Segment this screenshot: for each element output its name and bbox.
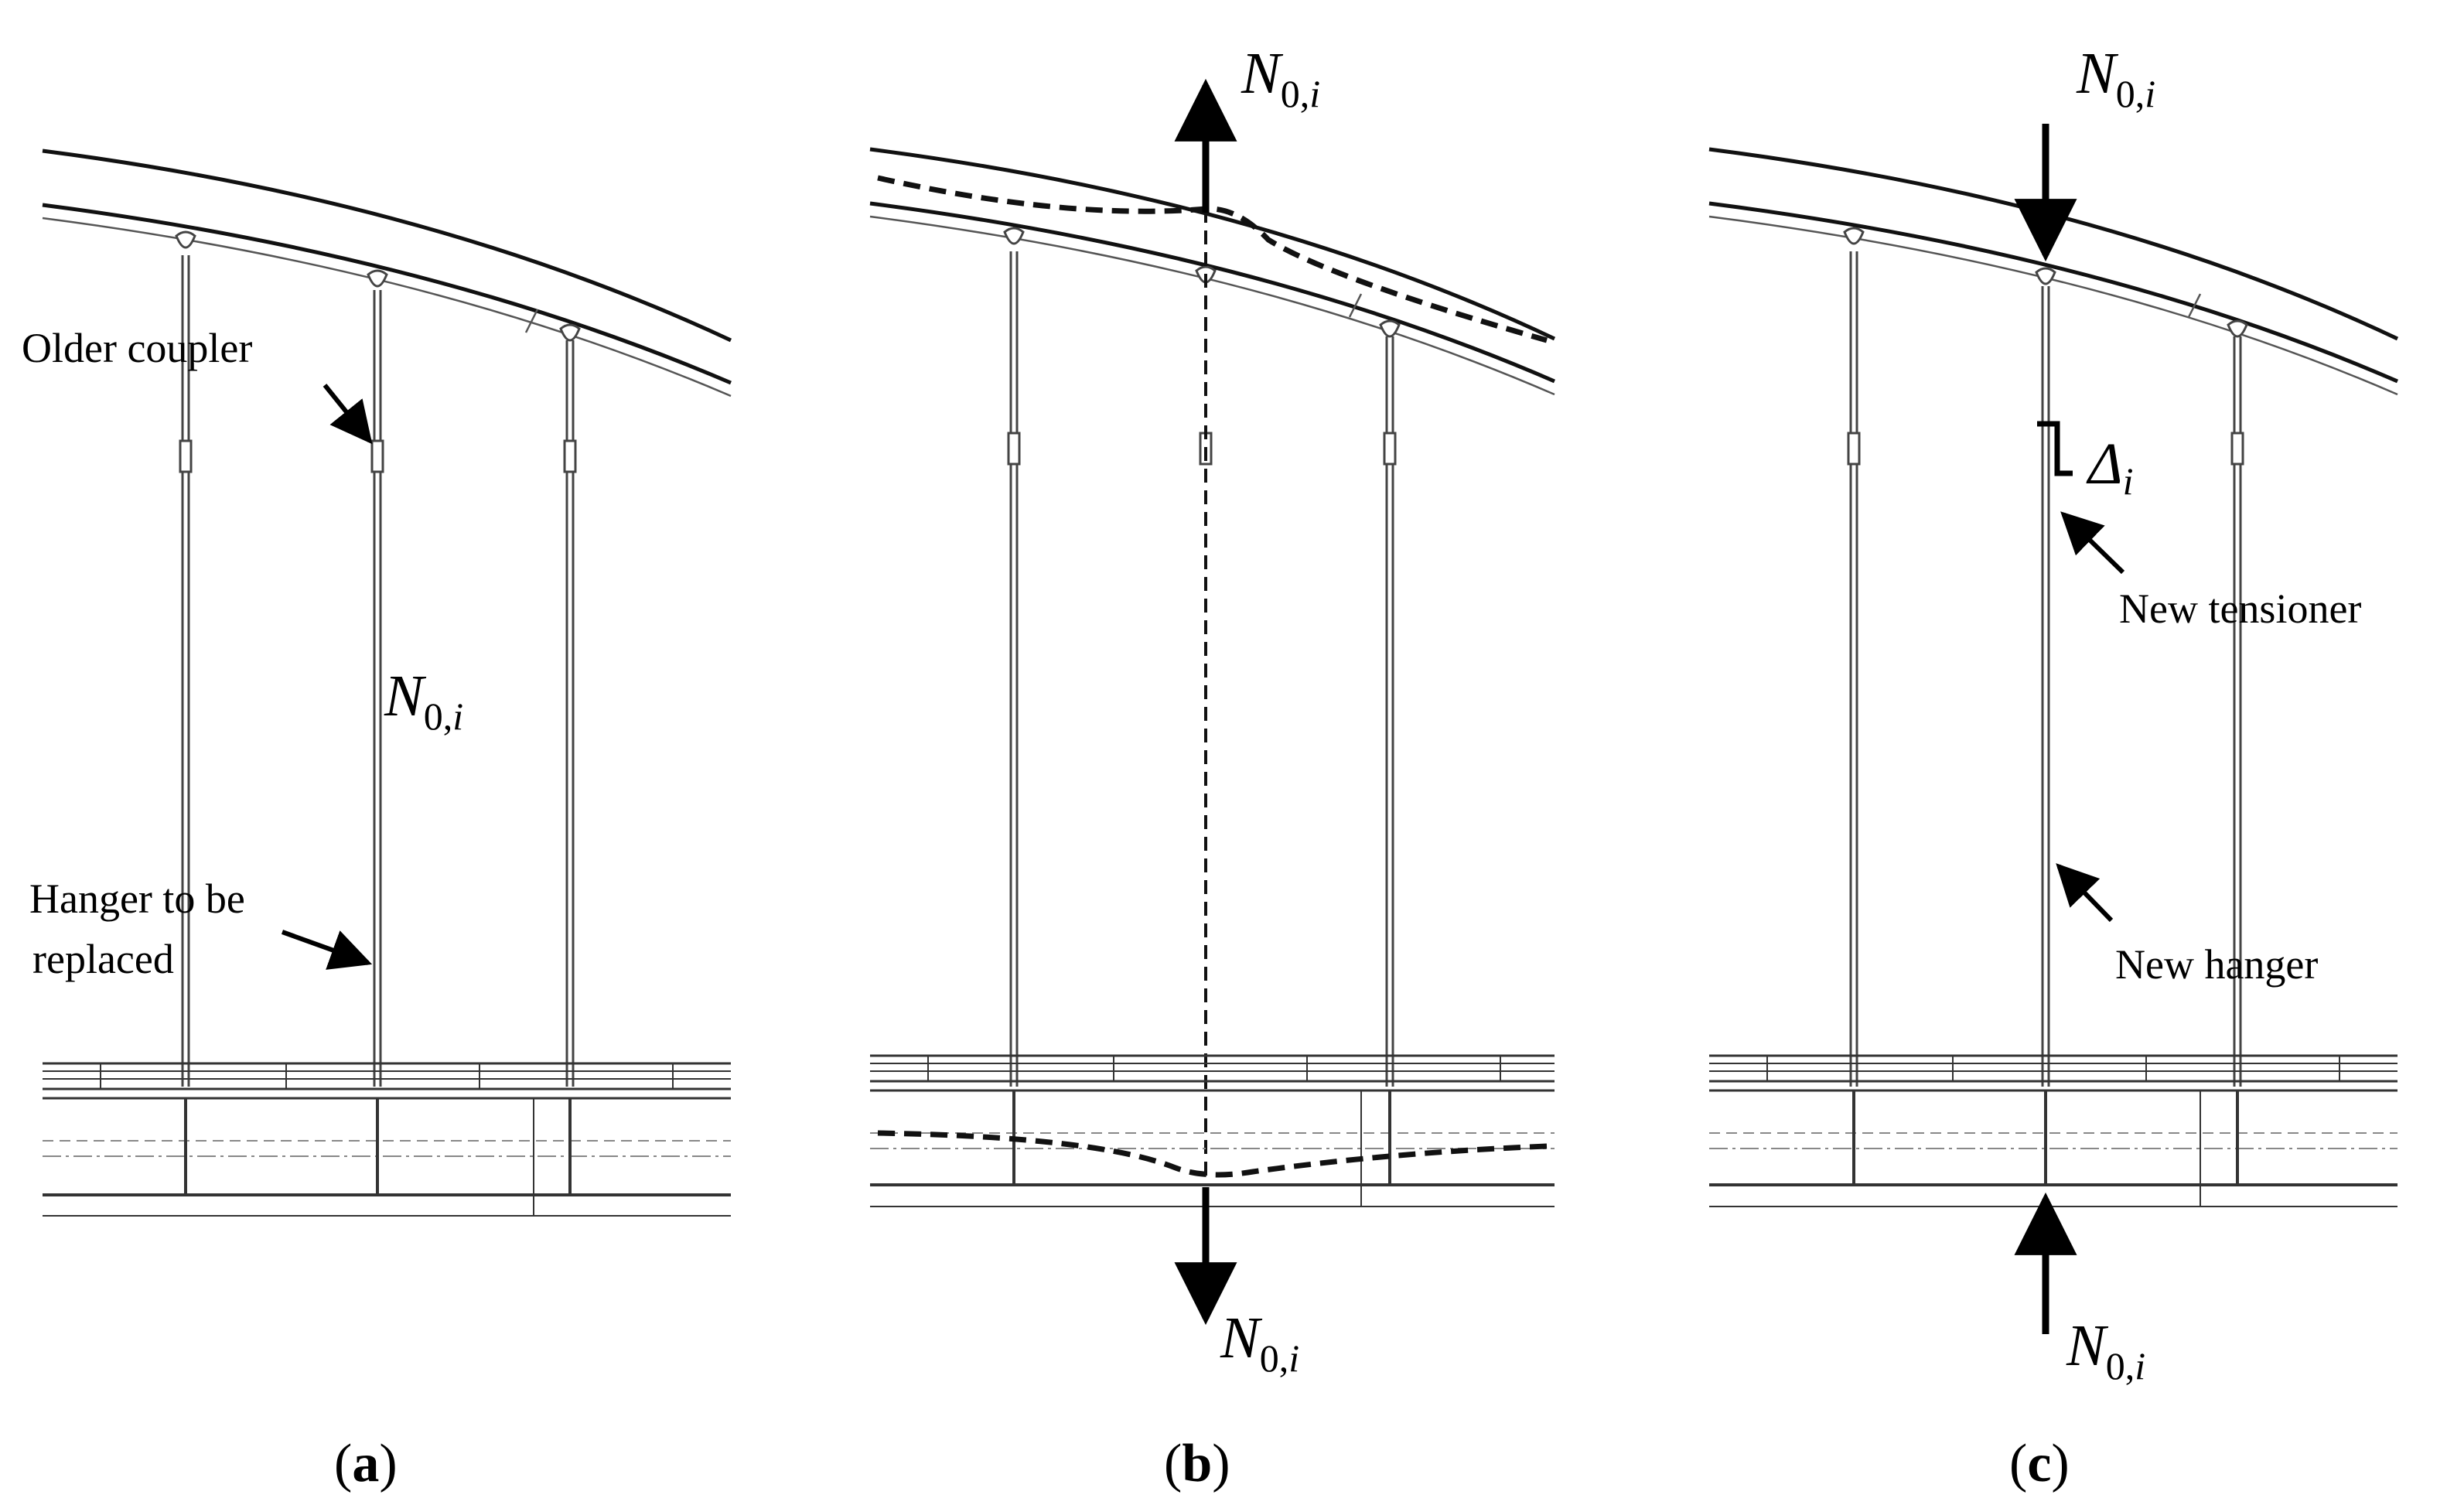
hangers [1843, 227, 2248, 1087]
panel-b: N0,i N0,i (b) [869, 41, 1556, 1493]
panel-c: N0,i N0,i Δi New tensioner New hanger (c… [1708, 41, 2399, 1493]
arch-rib [42, 148, 732, 398]
annotation-arrows-c [2056, 511, 2125, 923]
caption-a: (a) [334, 1434, 398, 1493]
delta-label: Δi [2086, 432, 2134, 503]
hangers [175, 230, 581, 1087]
new-hanger-label: New hanger [2115, 941, 2318, 988]
hanger-replaced-label-line1: Hanger to be [29, 875, 245, 922]
force-label-b-top: N0,i [1241, 41, 1320, 115]
deck [43, 1062, 731, 1217]
panel-a: Older coupler Hanger to be replaced N0,i… [22, 148, 732, 1493]
hangers [1003, 227, 1401, 1087]
caption-b: (b) [1164, 1434, 1230, 1493]
force-label-a: N0,i [384, 664, 463, 738]
caption-c: (c) [2009, 1434, 2070, 1493]
annotation-arrows-a [281, 384, 373, 970]
older-coupler-mark [370, 439, 384, 473]
deformed-arch-dashed [877, 175, 1548, 343]
new-tensioner-label: New tensioner [2119, 585, 2361, 632]
arch-rib [1708, 147, 2399, 396]
force-label-c-top: N0,i [2076, 41, 2155, 115]
deformed-deck-dashed [877, 1130, 1548, 1178]
deck [870, 1054, 1555, 1207]
force-label-c-bottom: N0,i [2066, 1313, 2145, 1387]
older-coupler-label: Older coupler [22, 325, 252, 371]
deck [1709, 1054, 2398, 1207]
hanger-replaced-label-line2: replaced [32, 936, 174, 982]
force-label-b-bottom: N0,i [1220, 1306, 1299, 1380]
new-tensioner-mark [2037, 421, 2073, 476]
arch-rib [869, 147, 1556, 396]
